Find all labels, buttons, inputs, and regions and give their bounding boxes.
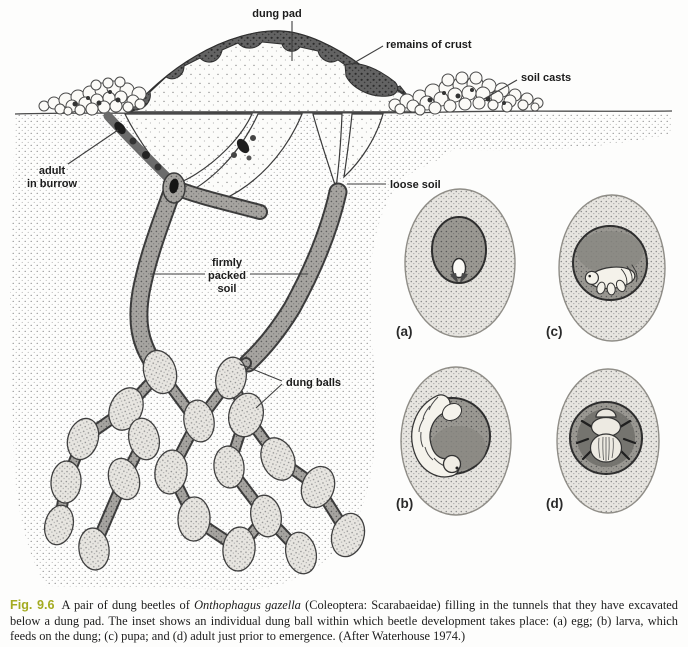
loose-soil-funnels <box>124 113 384 204</box>
larva-icon <box>411 394 463 478</box>
figure-illustration: dung pad remains of crust soil casts adu… <box>10 8 673 590</box>
soil-casts-right <box>388 71 544 116</box>
label-inset-a: (a) <box>396 324 413 339</box>
figure-number: Fig. 9.6 <box>10 598 55 612</box>
adult-beetle-inset-icon <box>575 408 637 463</box>
label-dung-pad: dung pad <box>252 8 302 20</box>
label-inset-b: (b) <box>396 496 413 511</box>
adult-beetle-icon <box>236 138 250 154</box>
soil-casts-left <box>38 76 147 116</box>
label-dung-balls: dung balls <box>286 377 341 389</box>
label-loose-soil: loose soil <box>390 179 441 191</box>
crust-remains-chunk <box>344 63 399 97</box>
adult-burrow <box>103 111 256 204</box>
egg-icon <box>451 257 467 279</box>
label-adult-line1: adult <box>39 165 66 177</box>
caption-text-1: A pair of dung beetles of <box>61 598 195 612</box>
label-soil-casts: soil casts <box>521 72 571 84</box>
dung-pad-mound <box>126 30 419 113</box>
label-firmly-line3: soil <box>218 283 237 295</box>
label-adult-line2: in burrow <box>27 178 78 190</box>
figure-caption: Fig. 9.6 A pair of dung beetles of Onthop… <box>10 598 678 645</box>
dung-ball-cluster <box>43 349 366 575</box>
inset-ball-d-adult <box>556 368 660 514</box>
pupa-icon <box>584 264 638 296</box>
label-firmly-line2: packed <box>208 270 246 282</box>
caption-species-name: Onthophagus gazella <box>194 598 301 612</box>
ground-line <box>14 110 673 115</box>
caption-text-2: (Coleoptera: Scarabaeidae) filling in th… <box>10 598 679 644</box>
label-firmly-line1: firmly <box>212 257 243 269</box>
adult-beetle-icon <box>169 178 179 194</box>
label-remains-of-crust: remains of crust <box>386 39 472 51</box>
label-inset-d: (d) <box>546 496 563 511</box>
inset-ball-b-larva <box>400 366 512 516</box>
leader-lines <box>67 21 518 409</box>
label-inset-c: (c) <box>546 324 563 339</box>
inset-ball-a-egg <box>404 188 516 338</box>
inset-ball-c-pupa <box>558 194 666 342</box>
